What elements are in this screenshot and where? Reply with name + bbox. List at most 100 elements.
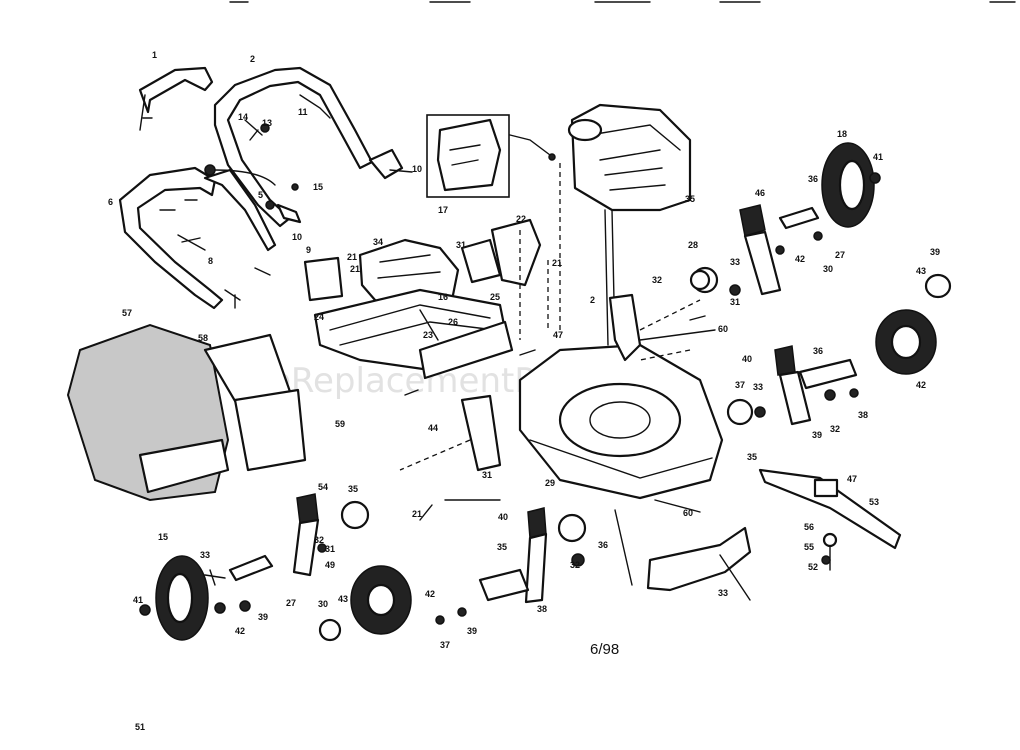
control-cable bbox=[214, 169, 276, 186]
callout-31: 31 bbox=[482, 470, 492, 480]
callout-51: 51 bbox=[135, 722, 145, 732]
lower-handle bbox=[118, 166, 277, 310]
callout-40: 40 bbox=[498, 512, 508, 522]
callout-53: 53 bbox=[869, 497, 879, 507]
callout-9: 9 bbox=[306, 245, 311, 255]
callout-39: 39 bbox=[812, 430, 822, 440]
blade bbox=[758, 468, 902, 571]
callout-35: 35 bbox=[497, 542, 507, 552]
callout-47: 47 bbox=[553, 330, 563, 340]
bag-frame bbox=[203, 333, 307, 472]
callout-38: 38 bbox=[537, 604, 547, 614]
callout-39: 39 bbox=[930, 247, 940, 257]
callout-39: 39 bbox=[258, 612, 268, 622]
callout-32: 32 bbox=[652, 275, 662, 285]
callout-34: 34 bbox=[373, 237, 383, 247]
callout-26: 26 bbox=[448, 317, 458, 327]
callout-42: 42 bbox=[235, 626, 245, 636]
wheel-bottom-left bbox=[155, 555, 209, 641]
callout-29: 29 bbox=[545, 478, 555, 488]
callout-8: 8 bbox=[208, 256, 213, 266]
callout-52: 52 bbox=[808, 562, 818, 572]
callout-56: 56 bbox=[804, 522, 814, 532]
callout-25: 25 bbox=[490, 292, 500, 302]
callout-42: 42 bbox=[916, 380, 926, 390]
callout-49: 49 bbox=[325, 560, 335, 570]
main-handle bbox=[213, 66, 374, 228]
callout-54: 54 bbox=[318, 482, 328, 492]
callout-30: 30 bbox=[318, 599, 328, 609]
callout-1: 1 bbox=[152, 50, 157, 60]
height-adjuster-left-rear bbox=[524, 507, 587, 604]
callout-5: 5 bbox=[258, 190, 263, 200]
height-adjuster-left-front bbox=[292, 493, 370, 577]
callout-11: 11 bbox=[298, 107, 308, 117]
callout-24: 24 bbox=[314, 312, 324, 322]
callout-18: 18 bbox=[837, 129, 847, 139]
engine bbox=[567, 103, 692, 346]
callout-55: 55 bbox=[804, 542, 814, 552]
callout-36: 36 bbox=[598, 540, 608, 550]
callout-38: 38 bbox=[858, 410, 868, 420]
callout-17: 17 bbox=[438, 205, 448, 215]
callout-41: 41 bbox=[133, 595, 143, 605]
callout-33: 33 bbox=[753, 382, 763, 392]
callout-22: 22 bbox=[516, 214, 526, 224]
callout-44: 44 bbox=[428, 423, 438, 433]
callout-35: 35 bbox=[747, 452, 757, 462]
callout-33: 33 bbox=[718, 588, 728, 598]
callout-42: 42 bbox=[425, 589, 435, 599]
callout-32: 32 bbox=[830, 424, 840, 434]
handle-hardware bbox=[159, 94, 413, 309]
callout-30: 30 bbox=[823, 264, 833, 274]
baffle bbox=[646, 526, 752, 592]
wheel-top-right bbox=[821, 142, 875, 228]
callout-46: 46 bbox=[755, 188, 765, 198]
hardware-and-leaders bbox=[204, 160, 859, 625]
callout-21: 21 bbox=[347, 252, 357, 262]
callout-41: 41 bbox=[873, 152, 883, 162]
callout-47: 47 bbox=[847, 474, 857, 484]
callout-37: 37 bbox=[440, 640, 450, 650]
callout-14: 14 bbox=[238, 112, 248, 122]
callout-31: 31 bbox=[730, 297, 740, 307]
rear-frame bbox=[313, 288, 514, 380]
callout-60: 60 bbox=[718, 324, 728, 334]
callout-31: 31 bbox=[325, 544, 335, 554]
callout-27: 27 bbox=[286, 598, 296, 608]
callout-59: 59 bbox=[335, 419, 345, 429]
hubcaps bbox=[139, 172, 952, 642]
callout-43: 43 bbox=[338, 594, 348, 604]
callout-21: 21 bbox=[350, 264, 360, 274]
control-box bbox=[426, 114, 556, 198]
callout-35: 35 bbox=[348, 484, 358, 494]
grass-bag bbox=[66, 323, 230, 502]
callout-16: 16 bbox=[438, 292, 448, 302]
callout-42: 42 bbox=[795, 254, 805, 264]
callout-60: 60 bbox=[683, 508, 693, 518]
callout-13: 13 bbox=[262, 118, 272, 128]
callout-15: 15 bbox=[313, 182, 323, 192]
wheel-bottom-center bbox=[350, 565, 412, 635]
callout-2: 2 bbox=[250, 54, 255, 64]
callout-43: 43 bbox=[916, 266, 926, 276]
callout-33: 33 bbox=[730, 257, 740, 267]
callout-27: 27 bbox=[835, 250, 845, 260]
callout-10: 10 bbox=[412, 164, 422, 174]
callout-28: 28 bbox=[688, 240, 698, 250]
callout-37: 37 bbox=[735, 380, 745, 390]
callout-40: 40 bbox=[742, 354, 752, 364]
callout-32: 32 bbox=[570, 560, 580, 570]
axles bbox=[228, 206, 858, 602]
callout-39: 39 bbox=[467, 626, 477, 636]
height-adjuster-right-front bbox=[726, 345, 812, 426]
callout-6: 6 bbox=[108, 197, 113, 207]
callout-21: 21 bbox=[412, 509, 422, 519]
callout-57: 57 bbox=[122, 308, 132, 318]
callout-2: 2 bbox=[590, 295, 595, 305]
callout-35: 35 bbox=[685, 194, 695, 204]
callout-15: 15 bbox=[158, 532, 168, 542]
callout-10: 10 bbox=[292, 232, 302, 242]
callout-36: 36 bbox=[813, 346, 823, 356]
